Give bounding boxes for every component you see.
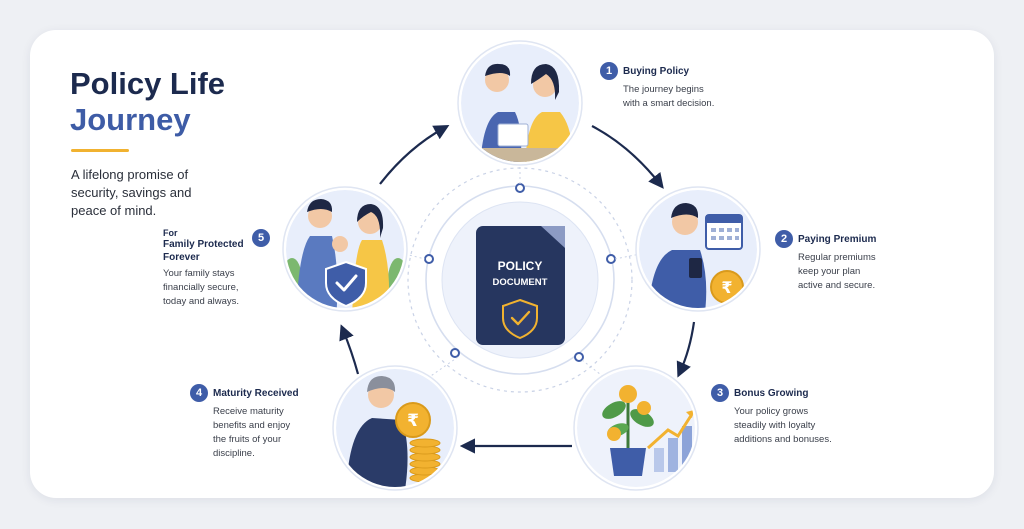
arrow-4-to-5 bbox=[339, 324, 360, 375]
step-4-badge: 4 bbox=[190, 384, 208, 402]
step-2-illustration: ₹ bbox=[635, 186, 761, 312]
rupee-coin-icon: ₹ bbox=[395, 402, 431, 438]
step-5-illustration bbox=[282, 186, 408, 312]
title-line-2: Journey bbox=[70, 102, 191, 137]
step-1-title: Buying Policy bbox=[623, 66, 690, 77]
policy-document: POLICY DOCUMENT bbox=[476, 226, 565, 345]
step-1-illustration bbox=[457, 40, 583, 166]
plant-icon bbox=[602, 385, 654, 476]
svg-text:₹: ₹ bbox=[407, 411, 419, 431]
step-1-description: The journey begins with a smart decision… bbox=[623, 84, 715, 109]
step-3-illustration bbox=[573, 365, 699, 491]
step-2-description: Regular premiums keep your plan active a… bbox=[798, 252, 876, 291]
svg-text:₹: ₹ bbox=[721, 278, 732, 297]
step-4-title: Maturity Received bbox=[213, 388, 299, 399]
step-3-title: Bonus Growing bbox=[734, 388, 809, 399]
step-5-description: Your family stays financially secure, to… bbox=[163, 268, 240, 307]
step-3-description: Your policy grows steadily with loyalty … bbox=[734, 406, 832, 445]
arrow-5-to-1 bbox=[379, 125, 450, 185]
document-corner-fold bbox=[541, 226, 565, 248]
phone-icon bbox=[689, 258, 702, 278]
step-5-title: Family Protected Forever bbox=[163, 239, 244, 263]
step-5-title-prefix: For bbox=[163, 228, 178, 238]
document-label-2: DOCUMENT bbox=[493, 277, 548, 288]
step-4-description: Receive maturity benefits and enjoy the … bbox=[213, 406, 291, 459]
step-5-badge: 5 bbox=[252, 229, 270, 247]
document-label-1: POLICY bbox=[498, 259, 543, 273]
calendar-icon bbox=[705, 214, 743, 250]
ring-nodes bbox=[424, 183, 616, 362]
arrow-2-to-3 bbox=[676, 321, 696, 378]
step-2-badge: 2 bbox=[775, 230, 793, 248]
shield-check-icon bbox=[325, 260, 367, 308]
step-2-title: Paying Premium bbox=[798, 234, 877, 245]
arrow-1-to-2 bbox=[591, 125, 664, 189]
step-1-badge: 1 bbox=[600, 62, 618, 80]
rupee-coin-icon: ₹ bbox=[710, 270, 744, 304]
shield-check-icon bbox=[502, 298, 538, 340]
page-title: Policy Life Journey bbox=[70, 66, 225, 138]
step-4-illustration: ₹ bbox=[332, 365, 458, 491]
step-3-badge: 3 bbox=[711, 384, 729, 402]
title-line-1: Policy Life bbox=[70, 66, 226, 101]
title-underline bbox=[71, 149, 129, 152]
tagline: A lifelong promise of security, savings … bbox=[71, 167, 192, 218]
journey-arrows bbox=[339, 125, 696, 454]
growth-chart-icon bbox=[646, 410, 694, 472]
